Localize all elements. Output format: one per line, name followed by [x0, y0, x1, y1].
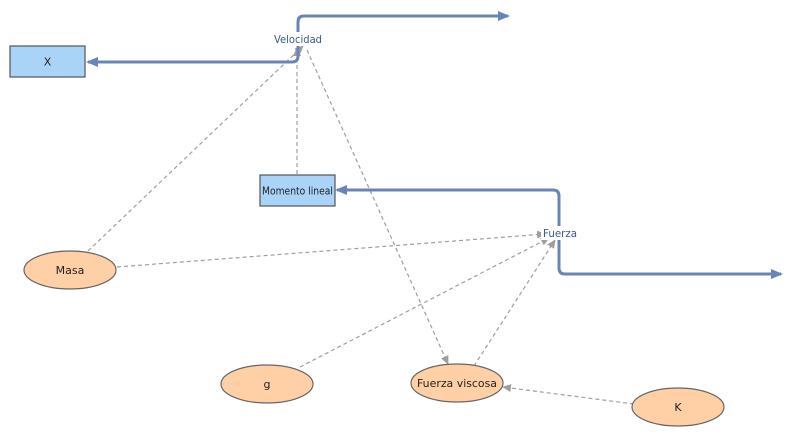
- stock-momento-lineal-label: Momento lineal: [262, 185, 333, 198]
- aux-masa-label: Masa: [56, 264, 85, 277]
- flow-pipe-fuerza-to-momento[interactable]: [335, 185, 561, 226]
- info-links: [87, 45, 635, 405]
- aux-g-label: g: [264, 378, 271, 391]
- aux-g[interactable]: g: [220, 364, 314, 404]
- link-g-to-fuerza[interactable]: [299, 237, 550, 368]
- aux-masa-shape: [23, 250, 117, 290]
- aux-k-label: K: [674, 401, 682, 414]
- flow-fuerza-label[interactable]: Fuerza: [543, 227, 577, 240]
- link-k-to-fuerza-viscosa[interactable]: [502, 384, 635, 405]
- flow-pipe-velocidad-outflow[interactable]: [296, 11, 510, 46]
- aux-k[interactable]: K: [631, 387, 725, 427]
- link-masa-to-velocidad[interactable]: [87, 45, 304, 252]
- flow-velocidad-label-bg: [272, 32, 324, 46]
- aux-fuerza-viscosa-shape: [410, 363, 504, 403]
- link-velocidad-to-fuerza-viscosa[interactable]: [306, 49, 449, 365]
- aux-fuerza-viscosa[interactable]: Fuerza viscosa: [410, 363, 504, 403]
- flow-fuerza-label-bg: [541, 226, 579, 240]
- aux-fuerza-viscosa-label: Fuerza viscosa: [417, 377, 497, 390]
- flow-pipes: [86, 11, 783, 279]
- stock-x-box: [9, 45, 86, 78]
- aux-masa[interactable]: Masa: [23, 250, 117, 290]
- stock-x-label: X: [44, 56, 52, 69]
- stock-momento-lineal-box: [259, 174, 336, 207]
- link-masa-to-fuerza[interactable]: [116, 230, 546, 268]
- aux-k-shape: [631, 387, 725, 427]
- flow-velocidad-label[interactable]: Velocidad: [274, 33, 322, 46]
- aux-g-shape: [220, 364, 314, 404]
- flow-pipe-velocidad-to-x[interactable]: [86, 46, 300, 67]
- flow-pipe-fuerza-outflow[interactable]: [557, 240, 783, 279]
- stock-momento-lineal[interactable]: Momento lineal: [259, 174, 336, 207]
- stock-x[interactable]: X: [9, 45, 86, 78]
- link-fuerza-viscosa-to-fuerza[interactable]: [473, 239, 556, 367]
